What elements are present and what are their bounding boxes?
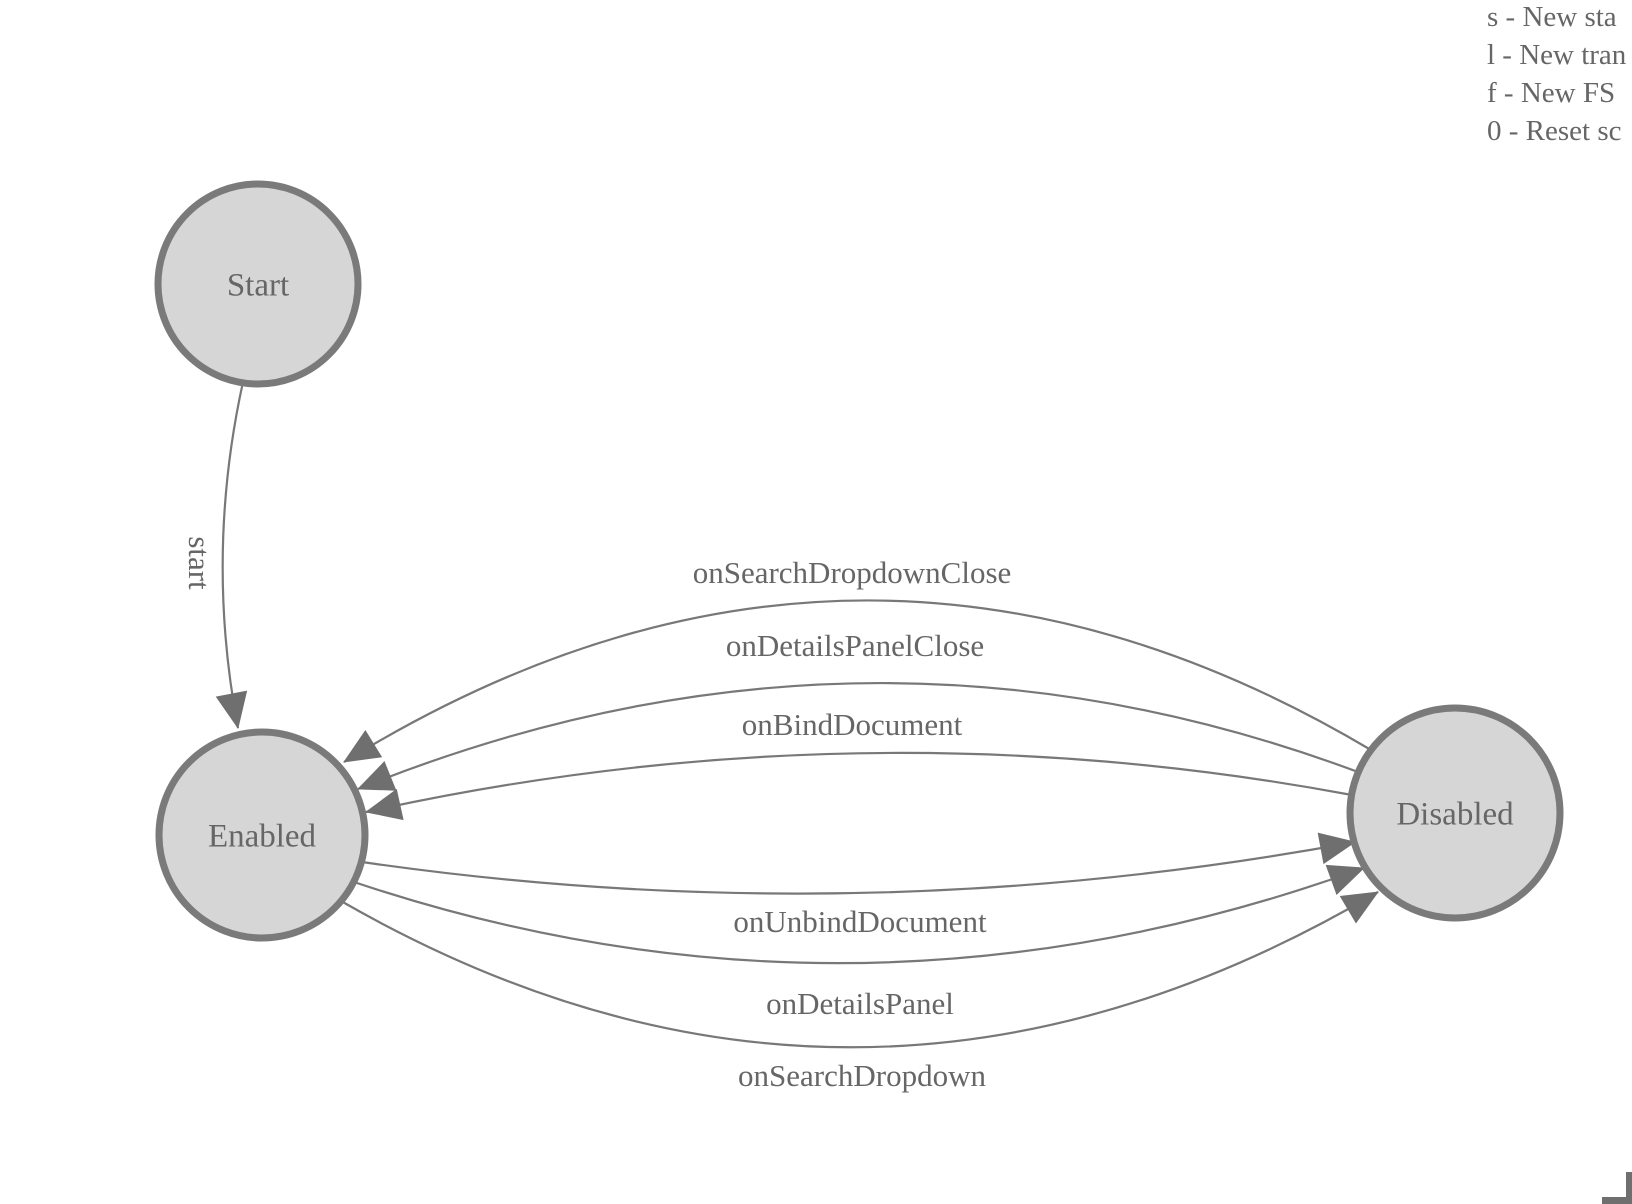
edge-path-onSearchDropdown[interactable] — [340, 891, 1379, 1049]
shortcut-legend: s - New sta l - New tran f - New FS 0 - … — [1487, 2, 1626, 147]
edge-path-onUnbindDocument[interactable] — [361, 832, 1356, 895]
edge-label-onBindDocument: onBindDocument — [742, 707, 963, 742]
edge-path-start[interactable] — [215, 381, 248, 729]
state-node-enabled[interactable]: Enabled — [155, 728, 369, 942]
edge-path-onDetailsPanelClose[interactable] — [357, 681, 1359, 791]
state-node-start[interactable]: Start — [154, 180, 362, 388]
cropped-corner-shape-horizontal — [1602, 1197, 1632, 1204]
state-label-start: Start — [227, 268, 289, 304]
legend-item-new-fsm: f - New FS — [1487, 77, 1616, 109]
state-label-enabled: Enabled — [208, 819, 317, 855]
state-circle-enabled[interactable] — [155, 728, 369, 942]
legend-item-reset: 0 - Reset sc — [1487, 115, 1622, 147]
edge-path-onDetailsPanel[interactable] — [353, 864, 1365, 965]
state-node-disabled[interactable]: Disabled — [1346, 704, 1564, 922]
legend-item-new-transition: l - New tran — [1487, 39, 1627, 71]
transition-start[interactable]: start — [182, 381, 248, 729]
transition-onBindDocument[interactable]: onBindDocument — [365, 707, 1353, 821]
state-label-disabled: Disabled — [1396, 797, 1514, 833]
edge-label-start: start — [182, 536, 217, 590]
edge-path-onBindDocument[interactable] — [365, 751, 1353, 821]
edge-label-onSearchDropdownClose: onSearchDropdownClose — [693, 555, 1012, 590]
transition-onDetailsPanelClose[interactable]: onDetailsPanelClose — [357, 628, 1359, 791]
legend-item-new-state: s - New sta — [1487, 1, 1617, 33]
state-circle-start[interactable] — [154, 180, 362, 388]
cropped-corner-shape-vertical — [1626, 1172, 1632, 1204]
transition-onUnbindDocument[interactable]: onUnbindDocument — [361, 832, 1356, 939]
state-circle-disabled[interactable] — [1346, 704, 1564, 922]
edge-path-onSearchDropdownClose[interactable] — [343, 599, 1372, 763]
edge-label-onUnbindDocument: onUnbindDocument — [733, 904, 987, 939]
edge-label-onDetailsPanelClose: onDetailsPanelClose — [726, 628, 984, 663]
edge-label-onSearchDropdown: onSearchDropdown — [738, 1058, 986, 1093]
edge-label-onDetailsPanel: onDetailsPanel — [766, 986, 954, 1021]
transition-onDetailsPanel[interactable]: onDetailsPanel — [353, 864, 1365, 1021]
transition-onSearchDropdown[interactable]: onSearchDropdown — [340, 891, 1379, 1093]
transition-onSearchDropdownClose[interactable]: onSearchDropdownClose — [343, 555, 1372, 763]
